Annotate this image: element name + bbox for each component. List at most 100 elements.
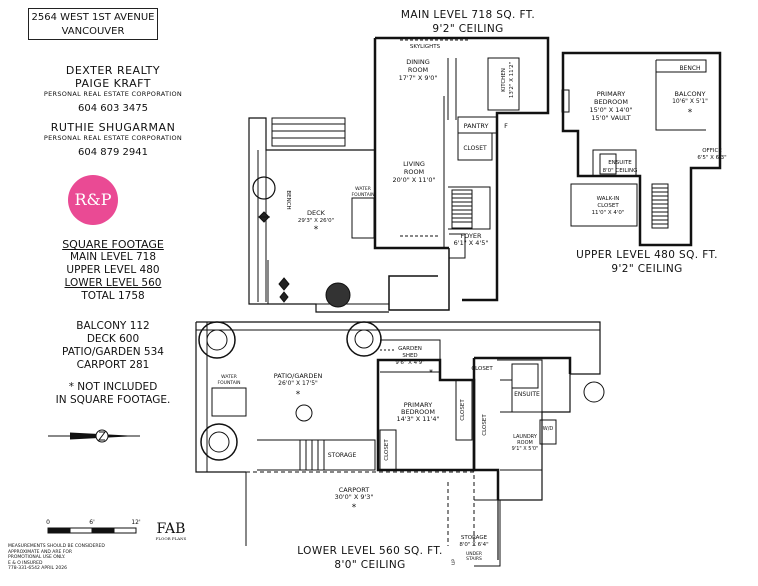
sqft-upper: UPPER LEVEL 480 bbox=[66, 264, 160, 276]
laundry-label-2: ROOM bbox=[517, 440, 533, 446]
carport-star-icon: * bbox=[352, 503, 357, 513]
patio-label: PATIO/GARDEN bbox=[274, 372, 323, 380]
excl-note1: * NOT INCLUDED bbox=[68, 381, 158, 393]
north-arrow-icon bbox=[48, 429, 140, 443]
upper-primary-label: PRIMARY bbox=[597, 90, 626, 98]
tree-icon bbox=[198, 321, 236, 359]
upper-primary-dim: 15'0" X 14'0" bbox=[590, 106, 633, 114]
water-fountain-label: WATER bbox=[355, 186, 371, 192]
dining-dim: 17'7" X 9'0" bbox=[399, 74, 438, 82]
balcony-dim: 10'6" X 5'1" bbox=[672, 98, 708, 105]
laundry-dim: 9'1" X 5'0" bbox=[512, 446, 539, 452]
water-fountain-low-label: WATER bbox=[221, 374, 237, 380]
closet-low4-label: CLOSET bbox=[482, 414, 488, 436]
bench-label: BENCH bbox=[285, 190, 291, 209]
excl-carport: CARPORT 281 bbox=[76, 359, 150, 371]
agent-info: DEXTER REALTY PAIGE KRAFT PERSONAL REAL … bbox=[8, 64, 218, 159]
upper-level-title-block: UPPER LEVEL 480 SQ. FT. 9'2" CEILING bbox=[552, 248, 742, 276]
company-name: DEXTER REALTY bbox=[65, 64, 161, 77]
lower-level-title: LOWER LEVEL 560 SQ. FT. bbox=[297, 545, 443, 557]
disclaimer: MEASUREMENTS SHOULD BE CONSIDERED APPROX… bbox=[8, 544, 128, 572]
low-primary-label: PRIMARY bbox=[404, 401, 433, 409]
tree-icon bbox=[200, 423, 238, 461]
scale-6: 6' bbox=[89, 519, 95, 526]
lower-level-walls bbox=[195, 321, 601, 567]
fab-logo-sub: FLOOR PLANS bbox=[155, 536, 187, 541]
laundry-label: LAUNDRY bbox=[513, 434, 538, 440]
agent1-name: PAIGE KRAFT bbox=[75, 77, 151, 90]
ensuite-upper-label: ENSUITE bbox=[608, 160, 632, 166]
balcony-label: BALCONY bbox=[674, 90, 705, 98]
closet-low3-label: CLOSET bbox=[384, 439, 390, 461]
agent1-phone: 604 603 3475 bbox=[78, 103, 148, 114]
kitchen-dim: 13'2" X 11'2" bbox=[509, 62, 515, 98]
shed-label-2: SHED bbox=[402, 353, 417, 359]
carport-label: CARPORT bbox=[339, 486, 370, 494]
upper-bench-label: BENCH bbox=[679, 65, 700, 72]
address-box: 2564 WEST 1st AVENUE VANCOUVER bbox=[28, 8, 158, 40]
carport-dim: 30'0" X 9'3" bbox=[335, 493, 374, 501]
sqft-heading: SQUARE FOOTAGE bbox=[62, 238, 164, 251]
not-included-star-icon: * bbox=[314, 225, 319, 235]
main-level-title: MAIN LEVEL 718 SQ. FT. bbox=[400, 9, 536, 21]
fountain-icon bbox=[351, 197, 375, 239]
foyer-dim: 6'1" X 4'5" bbox=[454, 239, 489, 247]
storage2-dim: 8'0" X 6'4" bbox=[459, 542, 488, 548]
scale-12: 12' bbox=[131, 519, 141, 526]
low-primary-dim: 14'3" X 11'4" bbox=[397, 415, 440, 423]
excl-deck: DECK 600 bbox=[86, 333, 140, 345]
water-fountain-label-2: FOUNTAIN bbox=[352, 192, 375, 198]
tree-icon bbox=[295, 404, 313, 422]
disclaimer-l2: APPROXIMATE AND ARE FOR bbox=[8, 549, 73, 555]
agent1-corp: PERSONAL REAL ESTATE CORPORATION bbox=[43, 90, 183, 98]
main-stairs bbox=[451, 189, 473, 229]
patio-star-icon: * bbox=[296, 390, 301, 400]
walkin-label-2: CLOSET bbox=[597, 203, 619, 209]
balcony-star-icon: * bbox=[688, 108, 693, 118]
fridge-label: F bbox=[504, 122, 508, 130]
sqft-lower: LOWER LEVEL 560 bbox=[64, 277, 162, 289]
upper-level-ceiling: 9'2" CEILING bbox=[611, 263, 683, 275]
excl-patio: PATIO/GARDEN 534 bbox=[62, 346, 164, 358]
deck-dim: 29'3" X 26'0" bbox=[298, 218, 334, 224]
agent2-name: RUTHIE SHUGARMAN bbox=[50, 121, 176, 134]
under-stairs-label: UNDER bbox=[466, 551, 482, 557]
walkin-dim: 11'0" X 4'0" bbox=[592, 210, 625, 216]
realtor-logo: R&P bbox=[68, 175, 118, 225]
disclaimer-l4: E & O Insured bbox=[8, 560, 43, 566]
closet-low2-label: CLOSET bbox=[460, 399, 466, 421]
shed-dim: 9'6" X 4'9" bbox=[395, 360, 424, 366]
plant-icon bbox=[258, 211, 270, 223]
landscape bbox=[198, 176, 605, 461]
fab-logo: FAB FLOOR PLANS bbox=[146, 522, 196, 541]
walkin-label: WALK-IN bbox=[597, 196, 620, 202]
sqft-total: TOTAL 1758 bbox=[81, 290, 145, 302]
upper-level-title: UPPER LEVEL 480 SQ. FT. bbox=[576, 249, 718, 261]
pantry-label: PANTRY bbox=[464, 122, 489, 130]
storage2-label: STORAGE bbox=[461, 535, 488, 541]
excl-note2: IN SQUARE FOOTAGE. bbox=[55, 394, 171, 406]
plant-icon bbox=[583, 381, 605, 403]
plant-icon bbox=[325, 282, 351, 308]
living-dim: 20'0" X 11'0" bbox=[393, 176, 436, 184]
lower-level-ceiling: 8'0" CEILING bbox=[334, 559, 406, 571]
fab-logo-name: FAB bbox=[156, 521, 186, 537]
low-primary-label-2: BEDROOM bbox=[401, 408, 435, 416]
water-fountain-low-label-2: FOUNTAIN bbox=[218, 380, 241, 386]
agent2-phone: 604 879 2941 bbox=[78, 147, 148, 158]
closet-main-label: CLOSET bbox=[463, 145, 487, 152]
excl-balcony: BALCONY 112 bbox=[76, 320, 150, 332]
ensuite-low-label: ENSUITE bbox=[514, 391, 540, 398]
kitchen-label: KITCHEN bbox=[501, 68, 507, 92]
square-footage: SQUARE FOOTAGE MAIN LEVEL 718 UPPER LEVE… bbox=[8, 238, 218, 303]
address-line1: 2564 WEST 1st AVENUE bbox=[31, 12, 155, 23]
office-dim: 6'5" X 6'3" bbox=[697, 155, 726, 161]
living-label-2: ROOM bbox=[404, 168, 424, 176]
deck-outline bbox=[248, 117, 389, 313]
disclaimer-l1: MEASUREMENTS SHOULD BE CONSIDERED bbox=[8, 544, 105, 549]
scale-0: 0 bbox=[46, 519, 50, 526]
upper-primary-label-2: BEDROOM bbox=[594, 98, 628, 106]
agent2-corp: PERSONAL REAL ESTATE CORPORATION bbox=[43, 134, 183, 142]
closet-low1-label: CLOSET bbox=[471, 366, 493, 372]
